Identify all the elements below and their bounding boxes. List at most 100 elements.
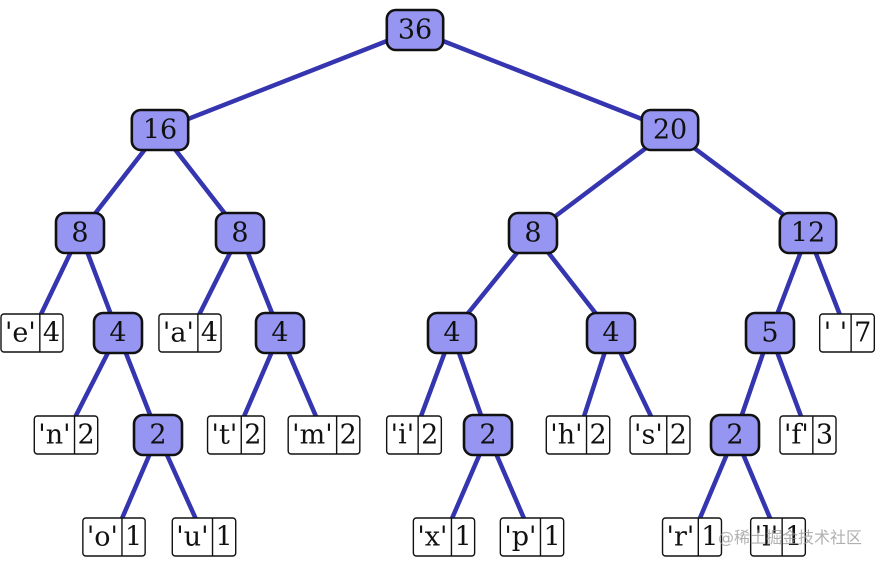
internal-node-2: 2	[132, 413, 184, 457]
leaf-node-count: 4	[43, 318, 60, 349]
leaf-node-count: 3	[816, 420, 833, 451]
leaf-node-count: 2	[244, 420, 261, 451]
leaf-node-symbol: 't'	[212, 420, 238, 451]
internal-node-weight: 12	[791, 218, 825, 249]
leaf-node-space: ' '7	[818, 313, 876, 353]
internal-node-box	[92, 311, 144, 355]
internal-node-weight: 8	[71, 218, 88, 249]
leaf-node-h: 'h' 2	[545, 415, 611, 455]
internal-node-8: 8	[54, 211, 106, 255]
leaf-node-symbol: 'o'	[87, 522, 118, 553]
leaf-node-symbol: 'm'	[292, 420, 332, 451]
leaf-node-box	[629, 415, 691, 455]
leaf-node-symbol: 'f'	[784, 420, 809, 451]
leaf-node-count: 2	[340, 420, 357, 451]
leaf-node-box	[158, 313, 222, 353]
leaf-node-symbol: 'a'	[163, 318, 194, 349]
internal-node-weight: 4	[443, 318, 460, 349]
watermark-text: @稀土掘金技术社区	[717, 528, 862, 547]
internal-node-box	[254, 311, 306, 355]
leaf-node-symbol: 's'	[634, 420, 663, 451]
leaf-node-x: 'x'1	[412, 517, 476, 557]
leaf-node-box	[82, 517, 146, 557]
leaf-node-box	[499, 517, 565, 557]
leaf-node-n: 'n' 2	[33, 415, 99, 455]
internal-node-12: 12	[778, 211, 838, 255]
leaf-node-symbol: 'h'	[550, 420, 582, 451]
leaf-node-count: 1	[701, 522, 718, 553]
leaf-node-u: 'u'1	[171, 517, 237, 557]
leaf-node-e: 'e'4	[0, 313, 64, 353]
leaf-node-count: 2	[78, 420, 95, 451]
internal-node-weight: 2	[149, 420, 166, 451]
internal-node-box	[709, 413, 761, 457]
leaf-node-box	[661, 517, 723, 557]
leaf-node-count: 2	[421, 420, 438, 451]
leaf-node-box	[749, 517, 807, 557]
leaf-node-box	[0, 313, 64, 353]
leaf-node-box	[206, 415, 266, 455]
leaf-node-box	[545, 415, 611, 455]
leaf-node-box	[171, 517, 237, 557]
leaf-node-m: 'm' 2	[287, 415, 361, 455]
leaf-node-box	[412, 517, 476, 557]
internal-node-2: 2	[709, 413, 761, 457]
internal-node-weight: 8	[524, 218, 541, 249]
leaf-node-count: 1	[454, 522, 471, 553]
leaf-node-p: 'p'1	[499, 517, 565, 557]
leaf-node-count: 2	[590, 420, 607, 451]
internal-node-box	[130, 108, 190, 152]
leaf-node-box	[779, 415, 837, 455]
internal-node-weight: 8	[231, 218, 248, 249]
leaf-node-symbol: 'i'	[391, 420, 414, 451]
leaf-node-symbol: 'u'	[176, 522, 208, 553]
leaf-node-symbol: 'e'	[5, 318, 36, 349]
leaf-node-o: 'o'1	[82, 517, 146, 557]
internal-node-weight: 2	[726, 420, 743, 451]
leaf-node-box	[818, 313, 876, 353]
leaf-node-count: 4	[201, 318, 218, 349]
leaf-node-count: 1	[125, 522, 142, 553]
internal-node-20: 20	[640, 108, 700, 152]
tree-edge	[157, 27, 418, 133]
leaf-node-box	[33, 415, 99, 455]
leaf-node-f: 'f' 3	[779, 415, 837, 455]
internal-node-weight: 5	[761, 318, 778, 349]
leaf-node-i: 'i' 2	[385, 415, 443, 455]
internal-node-5: 5	[744, 311, 796, 355]
internal-node-8: 8	[507, 211, 559, 255]
leaf-node-symbol: 'r'	[667, 522, 695, 553]
leaf-node-symbol: 'n'	[38, 420, 70, 451]
internal-node-4: 4	[426, 311, 478, 355]
leaf-node-box	[287, 415, 361, 455]
internal-node-box	[507, 211, 559, 255]
leaf-node-count: 2	[670, 420, 687, 451]
leaf-node-count: 1	[785, 522, 802, 553]
leaf-node-r: 'r'1	[661, 517, 723, 557]
internal-node-weight: 20	[653, 115, 687, 146]
internal-node-16: 16	[130, 108, 190, 152]
internal-node-box	[132, 413, 184, 457]
leaf-node-symbol: 'x'	[417, 522, 447, 553]
leaf-node-a: 'a'4	[158, 313, 222, 353]
leaf-node-count: 1	[543, 522, 560, 553]
internal-node-8: 8	[214, 211, 266, 255]
internal-node-box	[778, 211, 838, 255]
leaf-node-symbol: 'l'	[755, 522, 778, 553]
leaf-node-l: 'l' 1	[749, 517, 807, 557]
leaf-node-s: 's'2	[629, 415, 691, 455]
internal-node-4: 4	[254, 311, 306, 355]
tree-edges	[29, 27, 850, 540]
internal-node-box	[585, 311, 637, 355]
internal-node-2: 2	[462, 413, 514, 457]
internal-node-weight: 4	[109, 318, 126, 349]
tree-edge	[412, 27, 673, 133]
internal-node-4: 4	[92, 311, 144, 355]
leaf-node-symbol: ' '	[824, 318, 847, 349]
leaf-node-box	[385, 415, 443, 455]
internal-node-weight: 36	[398, 15, 432, 46]
leaf-node-t: 't'2	[206, 415, 266, 455]
tree-nodes: 'e'4'n'2'o'1'u'1248'a'4't'2'm'24816'i'2'…	[0, 8, 876, 557]
internal-node-4: 4	[585, 311, 637, 355]
